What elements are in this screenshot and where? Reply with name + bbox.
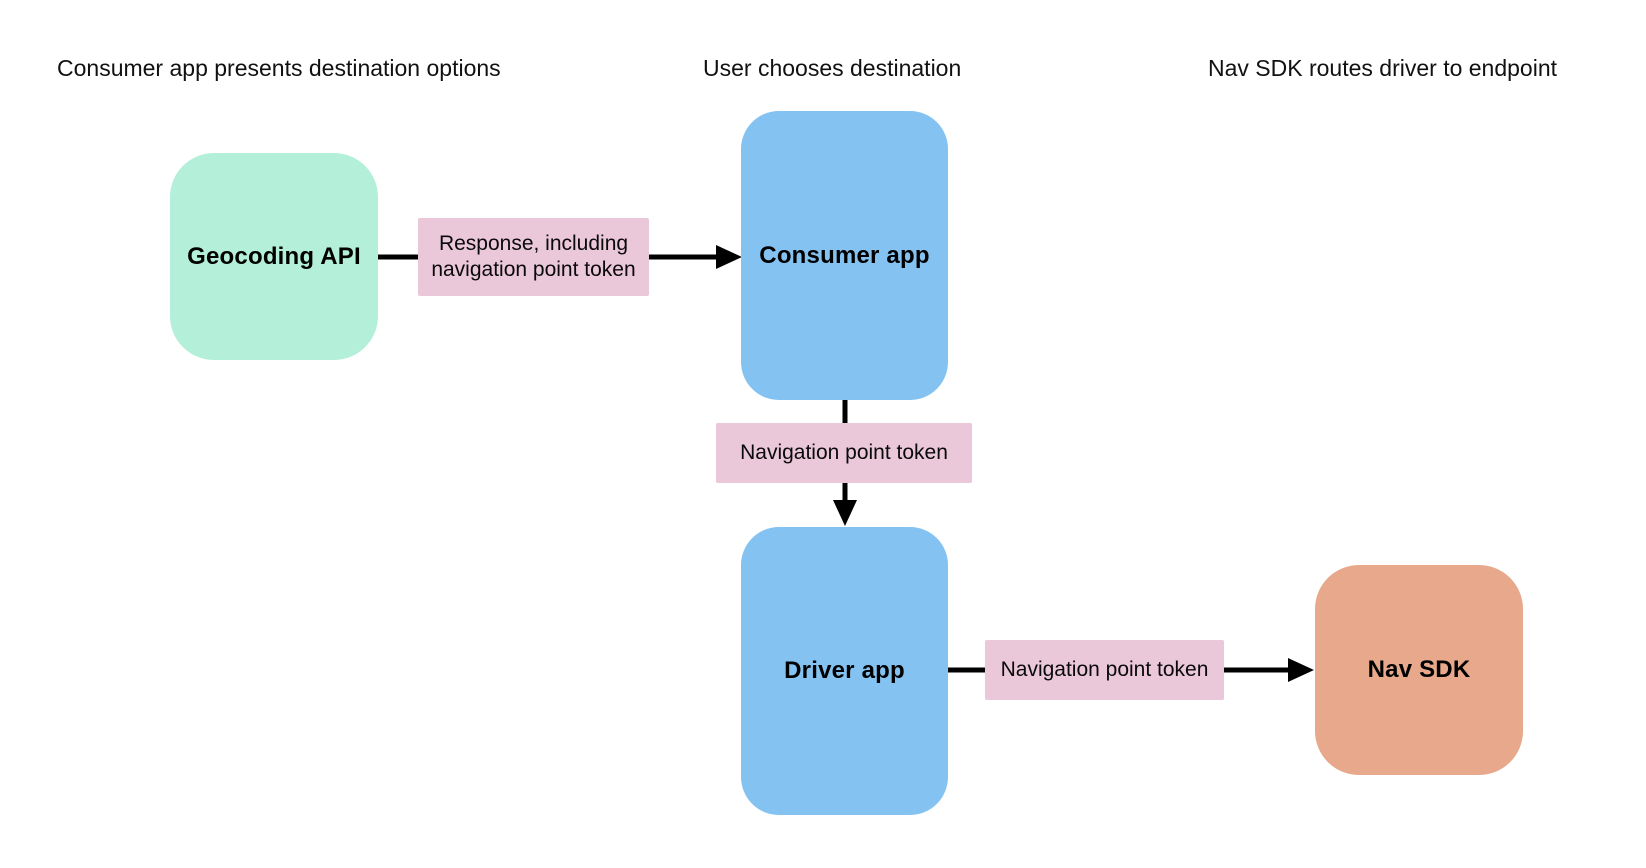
stage-header-consumer-presents: Consumer app presents destination option… bbox=[57, 55, 501, 81]
edge-label-nav-point-token-1: Navigation point token bbox=[716, 423, 972, 483]
edge-label-nav-point-token-2: Navigation point token bbox=[985, 640, 1224, 700]
node-driver-app: Driver app bbox=[741, 527, 948, 815]
node-geocoding-api: Geocoding API bbox=[170, 153, 378, 360]
node-nav-sdk: Nav SDK bbox=[1315, 565, 1523, 775]
node-consumer-app: Consumer app bbox=[741, 111, 948, 400]
edge-label-response-token: Response, including navigation point tok… bbox=[418, 218, 649, 296]
node-label: Nav SDK bbox=[1367, 656, 1471, 683]
node-label: Driver app bbox=[784, 657, 905, 684]
node-label: Consumer app bbox=[759, 241, 930, 269]
stage-header-nav-routes: Nav SDK routes driver to endpoint bbox=[1208, 55, 1558, 81]
node-label: Geocoding API bbox=[187, 242, 361, 270]
stage-header-user-chooses: User chooses destination bbox=[703, 55, 962, 81]
